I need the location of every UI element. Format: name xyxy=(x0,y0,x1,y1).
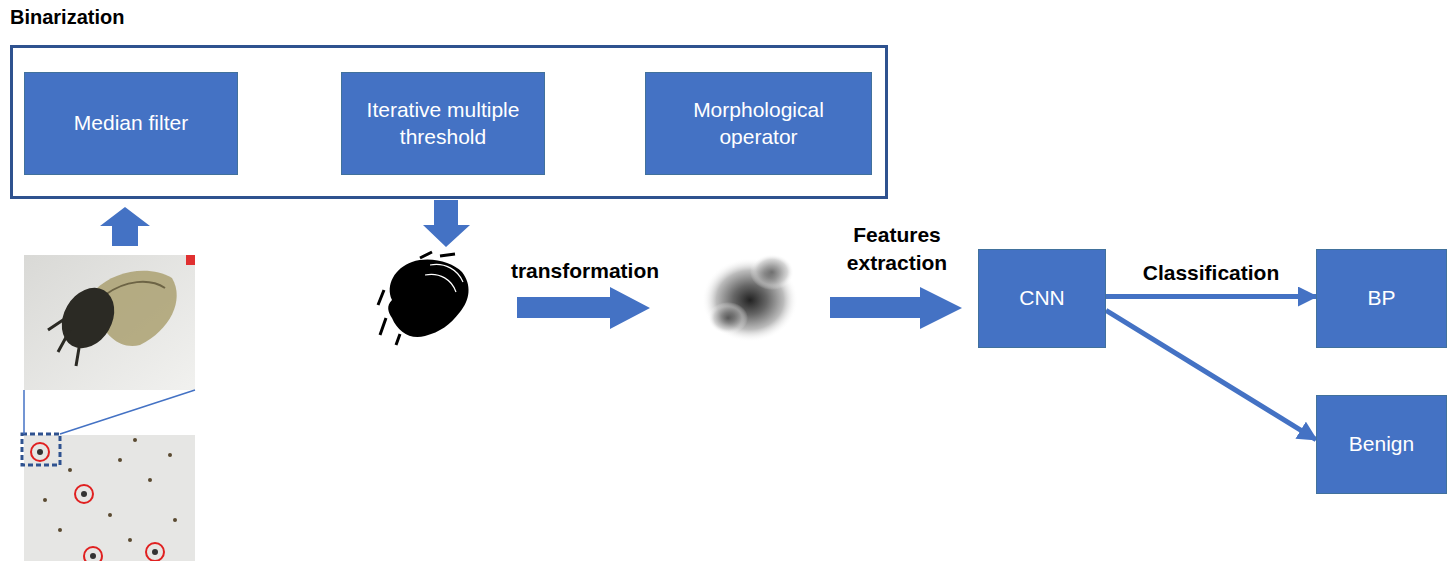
block-arrow xyxy=(830,287,962,329)
binarization-group: BinarizationMedian filterIterative multi… xyxy=(10,45,888,199)
box-label: Iterative multiple threshold xyxy=(349,97,537,150)
class-box: Benign xyxy=(1316,395,1447,494)
box-label: Morphological operator xyxy=(653,97,864,150)
process-box: Iterative multiple threshold xyxy=(341,72,545,175)
step-label: transformation xyxy=(500,257,670,285)
class-box: BP xyxy=(1316,249,1447,348)
classification-arrow xyxy=(1106,294,1316,299)
classification-arrow xyxy=(1106,310,1316,439)
block-arrow xyxy=(100,207,150,246)
insect-photo xyxy=(24,255,195,390)
process-box: Median filter xyxy=(24,72,238,175)
distance-map xyxy=(702,254,798,342)
binary-image xyxy=(378,252,469,345)
process-box: CNN xyxy=(978,249,1106,348)
trap-photo xyxy=(22,390,195,561)
group-heading: Binarization xyxy=(10,6,124,29)
step-label: Features extraction xyxy=(822,221,972,278)
process-box: Morphological operator xyxy=(645,72,872,175)
block-arrow xyxy=(423,200,470,247)
box-label: CNN xyxy=(1019,285,1065,311)
block-arrow xyxy=(517,287,650,329)
box-label: BP xyxy=(1367,285,1395,311)
box-label: Median filter xyxy=(74,110,188,136)
edge-label: Classification xyxy=(1140,261,1283,285)
box-label: Benign xyxy=(1349,431,1414,457)
